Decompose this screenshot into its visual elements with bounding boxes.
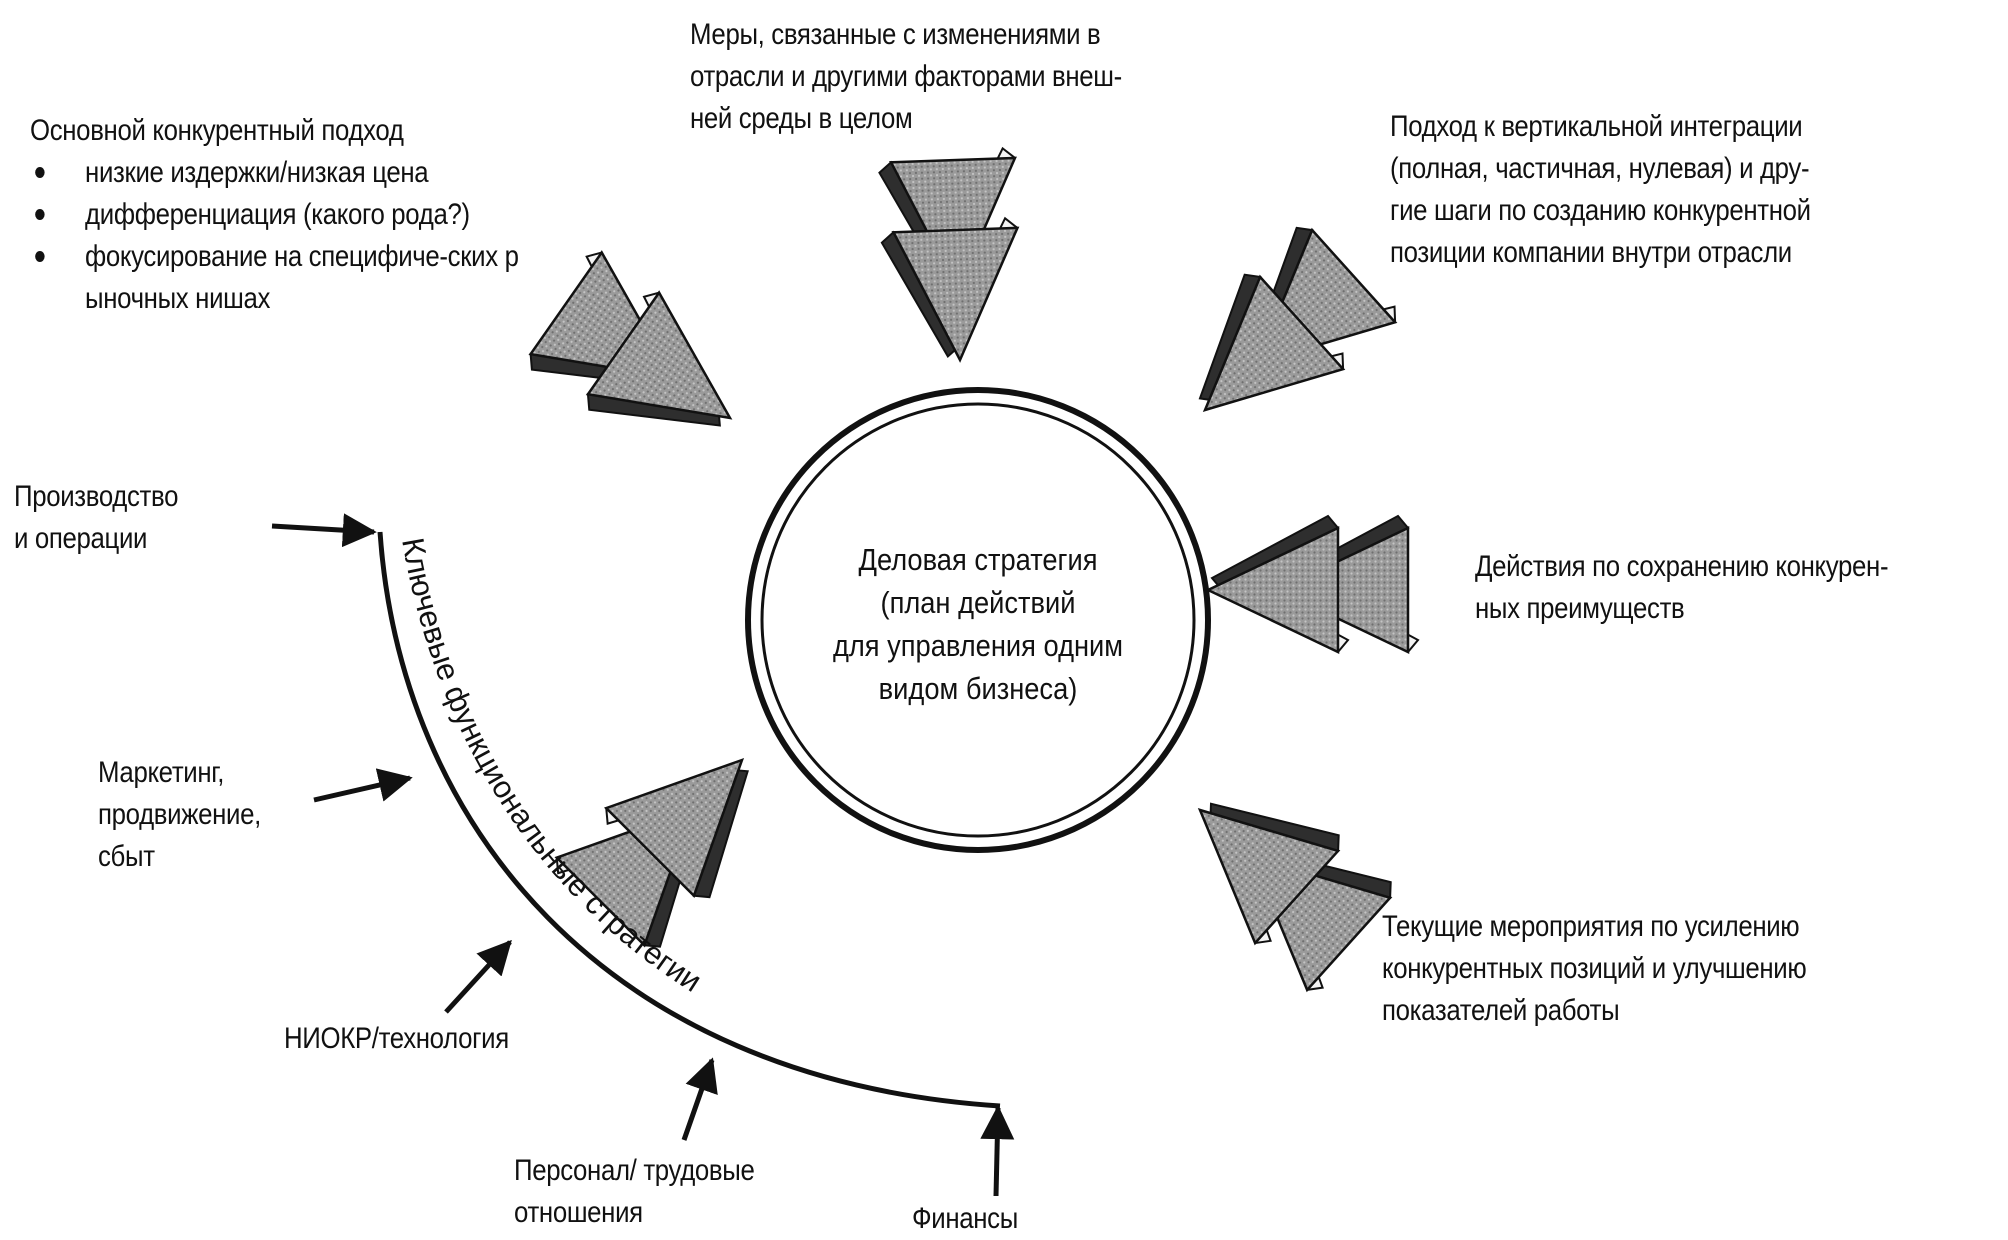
personnel-label: Персонал/ трудовые отношения — [514, 1150, 755, 1234]
vertical-integration-text: Подход к вертикальной интеграции (полная… — [1390, 106, 1992, 274]
text-line: продвижение, — [98, 798, 261, 831]
outer-ring — [745, 387, 1211, 853]
center-line: (план действий — [880, 585, 1076, 620]
competitive-approach-block: Основной конкурентный подход низкие изде… — [30, 110, 598, 320]
text-line: Персонал/ трудовые — [514, 1154, 755, 1187]
bullet-item: фокусирование на специфиче-ских рыночных… — [30, 236, 598, 320]
bullet-item: дифференциация (какого рода?) — [30, 194, 598, 236]
bullet-dot-icon — [35, 209, 45, 220]
text-line: Текущие мероприятия по усилению — [1382, 910, 1800, 943]
bullet-text: фокусирование на специфиче-ских рыночных… — [85, 240, 519, 315]
competitive-approach-title: Основной конкурентный подход — [30, 114, 404, 147]
center-label: Деловая стратегия (план действий для упр… — [802, 538, 1154, 710]
bullet-text: дифференциация (какого рода?) — [85, 198, 470, 231]
text-line: отношения — [514, 1196, 643, 1229]
advantage-keeping-text: Действия по сохранению конкурен- ных пре… — [1475, 546, 1991, 630]
arrow-top — [879, 148, 1022, 363]
marketing-label: Маркетинг, продвижение, сбыт — [98, 752, 261, 878]
text-line: Меры, связанные с изменениями в — [690, 18, 1101, 51]
arrow-production — [271, 513, 377, 548]
text-line: НИОКР/технология — [284, 1022, 509, 1055]
text-line: ных преимуществ — [1475, 592, 1685, 625]
arrow-marketing — [313, 768, 413, 803]
external-measures-text: Меры, связанные с изменениями в отрасли … — [690, 14, 1185, 140]
text-line: Действия по сохранению конкурен- — [1475, 550, 1889, 583]
text-line: отрасли и другими факторами внеш- — [690, 60, 1122, 93]
text-line: ней среды в целом — [690, 102, 913, 135]
current-activities-text: Текущие мероприятия по усилению конкурен… — [1382, 906, 1984, 1032]
center-line: видом бизнеса) — [878, 671, 1078, 706]
rnd-label: НИОКР/технология — [284, 1018, 509, 1060]
arrow-top-right — [1155, 214, 1402, 456]
arrow-rnd — [444, 939, 512, 1014]
bullet-item: низкие издержки/низкая цена — [30, 152, 598, 194]
bullet-dot-icon — [35, 167, 45, 178]
finance-label: Финансы — [912, 1198, 1018, 1240]
arrow-finance — [980, 1105, 1015, 1197]
competitive-approach-list: низкие издержки/низкая цена дифференциац… — [30, 152, 598, 320]
text-line: конкурентных позиций и улучшению — [1382, 952, 1807, 985]
text-line: гие шаги по созданию конкурентной — [1390, 194, 1811, 227]
center-line: Деловая стратегия — [858, 542, 1098, 577]
text-line: и операции — [14, 522, 148, 555]
arrow-personnel — [681, 1057, 718, 1141]
text-line: сбыт — [98, 840, 155, 873]
arrow-bottom-right — [1159, 755, 1406, 997]
bullet-text: низкие издержки/низкая цена — [85, 156, 429, 189]
text-line: Маркетинг, — [98, 756, 225, 789]
text-line: позиции компании внутри отрасли — [1390, 236, 1792, 269]
bullet-dot-icon — [35, 251, 45, 262]
production-label: Производство и операции — [14, 476, 178, 560]
text-line: (полная, частичная, нулевая) и дру- — [1390, 152, 1810, 185]
text-line: Производство — [14, 480, 179, 513]
text-line: Финансы — [912, 1202, 1018, 1235]
functional-arc — [377, 531, 1001, 1109]
arrow-right — [1208, 516, 1418, 652]
center-line: для управления одним — [832, 628, 1124, 663]
text-line: Подход к вертикальной интеграции — [1390, 110, 1803, 143]
arrow-bottom-left — [550, 716, 795, 961]
text-line: показателей работы — [1382, 994, 1620, 1027]
inner-ring — [760, 402, 1196, 838]
